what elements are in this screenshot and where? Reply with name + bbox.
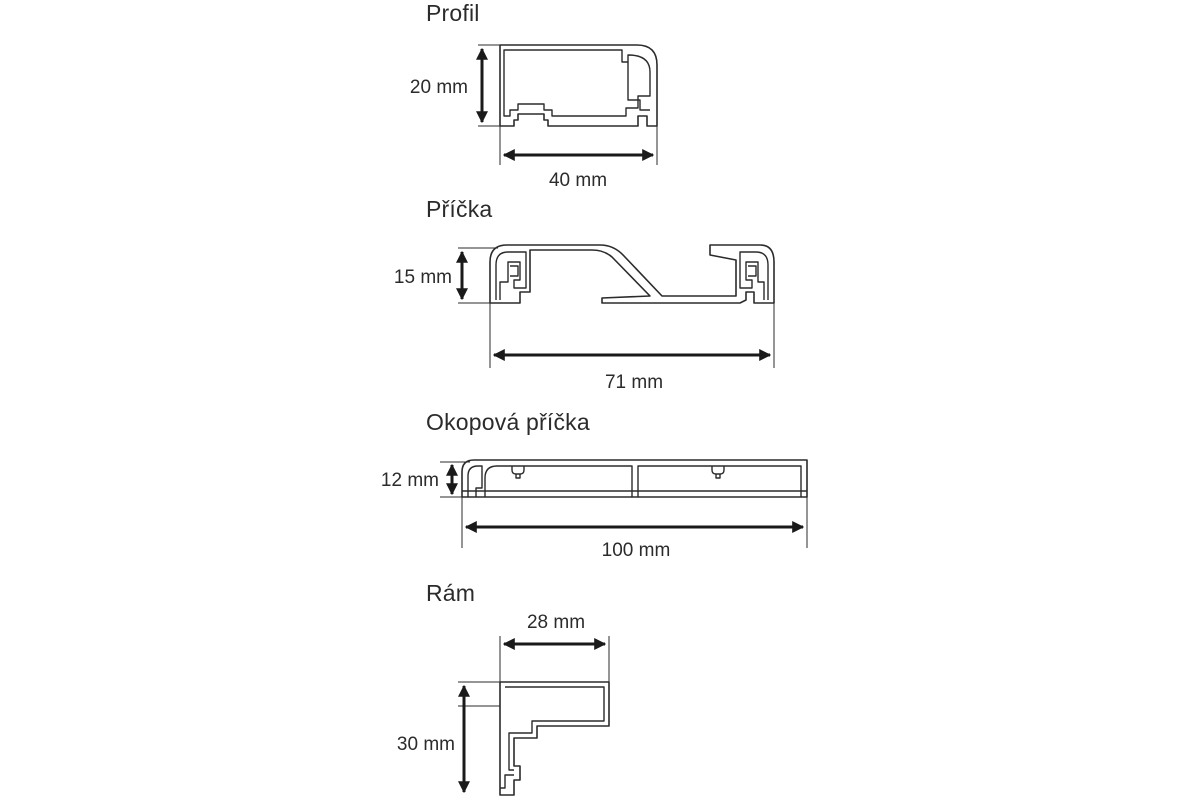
ram-cross-section — [499, 681, 610, 796]
okopova-height-label: 12 mm — [381, 470, 439, 491]
okopova-left-lip — [467, 465, 483, 497]
pricka-group: 15 mm 71 mm — [394, 244, 775, 393]
okopova-right-chamber — [637, 465, 802, 497]
pricka-right-slot — [748, 265, 757, 277]
okopova-width-label: 100 mm — [602, 540, 671, 561]
ram-width-label: 28 mm — [527, 612, 585, 633]
profil-height-label: 20 mm — [410, 77, 468, 98]
title-okopova-pricka: Okopová příčka — [426, 409, 590, 435]
pricka-height-label: 15 mm — [394, 267, 452, 288]
title-profil: Profil — [426, 0, 480, 26]
ram-inner-chamber — [505, 686, 605, 771]
pricka-left-slot — [510, 265, 519, 277]
profil-cross-section — [499, 44, 658, 127]
pricka-left-hook — [495, 251, 527, 300]
profil-inner-slot — [627, 62, 650, 111]
profil-width-label: 40 mm — [549, 170, 607, 191]
okopova-notch-right — [711, 466, 725, 479]
profil-group: 20 mm 40 mm — [410, 44, 658, 191]
ram-group: 28 mm 30 mm — [397, 612, 610, 796]
title-pricka: Příčka — [426, 196, 493, 222]
ram-bottom-foot — [500, 774, 514, 789]
pricka-right-hook — [739, 251, 769, 300]
title-ram: Rám — [426, 580, 476, 606]
pricka-cross-section — [489, 244, 775, 304]
pricka-width-label: 71 mm — [605, 372, 663, 393]
okopova-group: 12 mm 100 mm — [381, 459, 808, 561]
profil-inner-cavity — [503, 49, 651, 117]
okopova-notch-left — [511, 466, 525, 479]
ram-height-label: 30 mm — [397, 734, 455, 755]
okopova-left-chamber — [484, 465, 633, 497]
